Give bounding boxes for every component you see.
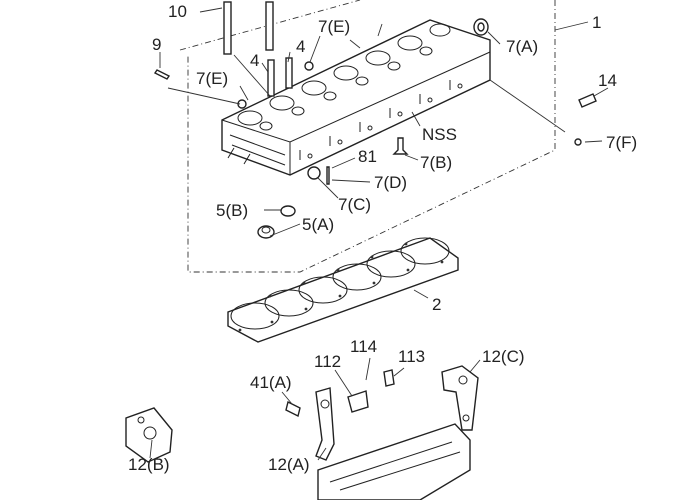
callout-7c: 7(C): [338, 195, 371, 214]
callout-5a: 5(A): [302, 215, 334, 234]
callout-114: 114: [350, 337, 377, 356]
stud-bolts: [223, 1, 293, 97]
small-parts: [153, 18, 597, 239]
callout-10: 10: [168, 2, 187, 21]
callout-4-right: 4: [296, 37, 305, 56]
brackets-and-cover: [125, 365, 479, 500]
callout-12c: 12(C): [482, 347, 525, 366]
callout-4-left: 4: [250, 51, 259, 70]
callout-7f: 7(F): [606, 133, 637, 152]
callout-7a: 7(A): [506, 37, 538, 56]
callout-113: 113: [398, 347, 425, 366]
callout-5b: 5(B): [216, 201, 248, 220]
callout-81: 81: [358, 147, 377, 166]
callout-12a: 12(A): [268, 455, 310, 474]
callout-12b: 12(B): [128, 455, 170, 474]
callout-nss: NSS: [422, 125, 457, 144]
callout-7b: 7(B): [420, 153, 452, 172]
callout-14: 14: [598, 71, 617, 90]
callout-7d: 7(D): [374, 173, 407, 192]
callout-2: 2: [432, 295, 441, 314]
callout-7e-left: 7(E): [196, 69, 228, 88]
callout-41a: 41(A): [250, 373, 292, 392]
cylinder-head: [221, 19, 491, 176]
head-gasket: [227, 237, 459, 343]
callout-112: 112: [314, 352, 341, 371]
callout-9: 9: [152, 35, 161, 54]
callout-7e-upper: 7(E): [318, 17, 350, 36]
callout-1: 1: [592, 13, 601, 32]
leader-lines: [149, 7, 609, 461]
callout-labels: 10 9 7(E) 4 4 7(E) 1 7(A) 14 NSS 7(F) 81…: [128, 2, 637, 474]
